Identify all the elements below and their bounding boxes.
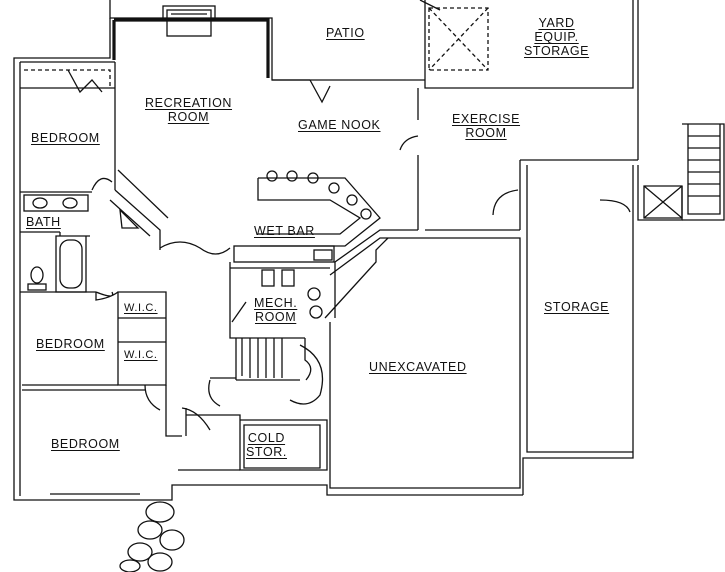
bedroom-upper-walls: [20, 61, 116, 193]
room-label-line: ROOM: [465, 126, 507, 140]
room-label-line: GAME NOOK: [298, 118, 381, 132]
bedroom-lower: [22, 389, 145, 495]
room-label-line: RECREATION: [145, 96, 233, 110]
room-label-line: BEDROOM: [36, 337, 105, 351]
room-label-line: PATIO: [326, 26, 365, 40]
room-label-line: W.I.C.: [124, 349, 158, 361]
room-label-line: ROOM: [167, 110, 210, 124]
room-label-mech-room: MECH. ROOM: [254, 296, 297, 324]
room-label-line: BEDROOM: [51, 437, 120, 451]
room-label-line: EXERCISE: [452, 112, 521, 126]
room-label-bedroom-lower: BEDROOM: [51, 437, 120, 451]
room-label-line: STORAGE: [524, 44, 590, 58]
patio-door: [419, 0, 489, 71]
room-label-line: STOR.: [246, 445, 287, 459]
cold-storage: [178, 414, 328, 471]
room-label-storage: STORAGE: [544, 300, 609, 314]
room-label-bedroom-upper: BEDROOM: [31, 131, 100, 145]
room-label-recreation-room: RECREATION ROOM: [145, 96, 232, 124]
stepping-stones: [119, 501, 185, 572]
room-label-line: ROOM: [254, 310, 297, 324]
bath-fixtures: [20, 194, 96, 293]
room-label-wic-lower: W.I.C.: [124, 348, 158, 362]
wet-bar: [233, 170, 381, 263]
room-label-unexcavated: UNEXCAVATED: [369, 360, 467, 374]
room-label-wet-bar: WET BAR: [254, 224, 315, 238]
room-label-line: COLD: [247, 431, 286, 445]
fireplace: [162, 5, 216, 37]
room-label-yard-storage: YARD EQUIP. STORAGE: [524, 16, 589, 58]
room-label-line: W.I.C.: [124, 302, 158, 314]
exercise-storage: [425, 159, 633, 453]
room-label-exercise-room: EXERCISE ROOM: [452, 112, 520, 140]
room-label-game-nook: GAME NOOK: [298, 118, 381, 132]
room-label-line: WET BAR: [254, 224, 315, 238]
room-label-line: BATH: [26, 215, 61, 229]
exterior-stair: [637, 123, 725, 221]
room-label-patio: PATIO: [326, 26, 365, 40]
room-label-wic-upper: W.I.C.: [124, 301, 158, 315]
room-label-line: MECH.: [254, 296, 298, 310]
room-label-line: YARD: [538, 16, 575, 30]
unexcavated-area: [324, 237, 521, 489]
room-label-line: EQUIP.: [534, 30, 579, 44]
room-label-bath: BATH: [26, 215, 61, 229]
room-label-cold-storage: COLD STOR.: [246, 431, 287, 459]
hall-walls: [22, 169, 231, 437]
room-label-line: UNEXCAVATED: [369, 360, 467, 374]
stairs: [208, 338, 324, 407]
recreation-area: [272, 79, 419, 318]
room-label-line: BEDROOM: [31, 131, 100, 145]
mech-room: [229, 262, 330, 339]
room-label-line: STORAGE: [544, 300, 610, 314]
room-label-bedroom-middle: BEDROOM: [36, 337, 105, 351]
